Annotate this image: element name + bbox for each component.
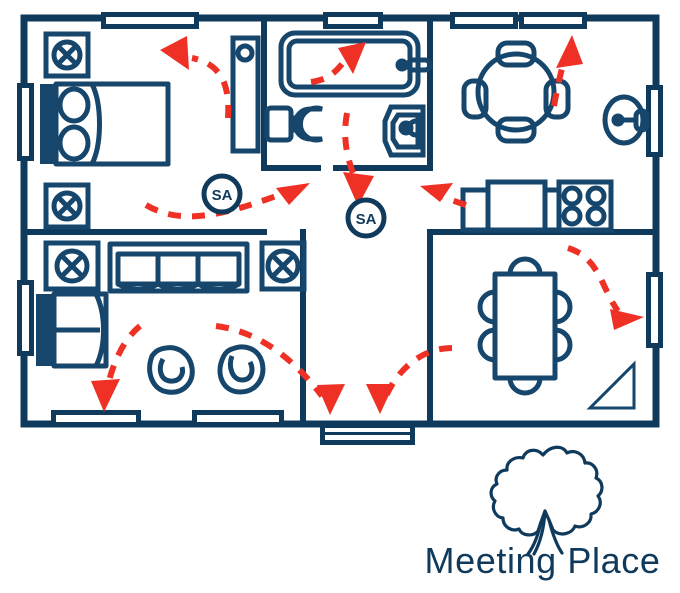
arrowhead-hall-down (343, 172, 374, 206)
window-living-bottom-left (51, 410, 141, 427)
armchair (36, 291, 109, 369)
tree-icon (489, 445, 604, 556)
route-kitchen-hall (426, 187, 467, 208)
escape-route-arrowheads (91, 35, 644, 415)
window-kitchen-top-right (519, 12, 587, 29)
arrowhead-bedroom-hall (276, 183, 310, 205)
arrowhead-living-patio-b (366, 384, 394, 414)
room-bedroom (40, 31, 261, 230)
smoke-alarm-hallway: SA (345, 197, 387, 239)
smoke-alarm-label: SA (212, 187, 233, 204)
arrowhead-bedroom-window (160, 36, 189, 70)
window-bathroom-top (323, 12, 383, 29)
round-dining-table (461, 40, 571, 144)
wash-basin (382, 104, 426, 158)
arrowhead-kitchen-window (556, 35, 583, 68)
route-hall-down (342, 112, 358, 181)
window-bedroom-top (101, 12, 199, 29)
room-living (36, 240, 307, 395)
three-seat-sofa (107, 241, 250, 294)
bed (40, 81, 171, 167)
accent-chair (217, 344, 266, 395)
route-bedroom-window (191, 55, 232, 119)
window-dining-right (646, 272, 663, 348)
corner-triangle (586, 360, 636, 410)
window-living-left (17, 280, 34, 356)
windows-group (17, 12, 663, 445)
accent-chair (147, 345, 195, 395)
kitchen-sink (602, 94, 650, 146)
arrowhead-dining-door (610, 309, 644, 330)
bathtub (278, 30, 433, 98)
route-dining-door (566, 245, 621, 313)
window-living-bottom-right (192, 410, 284, 427)
brand-title: Meeting Place (424, 540, 661, 581)
room-kitchen (460, 40, 650, 233)
arrowhead-living-window (91, 379, 120, 412)
route-living-patio-b (383, 345, 453, 398)
window-bedroom-left (17, 83, 34, 161)
toilet (264, 105, 323, 143)
arrowhead-kitchen-hall (420, 183, 453, 202)
ceiling-fixture-living-left (43, 240, 101, 292)
stove-hob (556, 179, 614, 233)
patio-sliding-door[interactable] (320, 423, 415, 445)
route-bedroom-hall (144, 193, 278, 220)
kitchen-counter (460, 179, 562, 233)
window-kitchen-top-left (450, 12, 518, 29)
wardrobe (230, 35, 261, 154)
room-bathroom (264, 30, 433, 158)
rectangular-dining-table (477, 256, 573, 396)
ceiling-fixture-bedroom-bottom (43, 182, 91, 230)
arrowhead-bath-window (338, 42, 366, 74)
room-dining (477, 256, 636, 410)
smoke-alarm-label: SA (356, 211, 377, 228)
route-bath-window (310, 62, 345, 85)
ceiling-fixture-living-right (259, 240, 307, 292)
ceiling-fixture-bedroom-top (43, 31, 91, 79)
arrowhead-living-patio-a (317, 384, 345, 415)
window-kitchen-right (646, 85, 663, 157)
smoke-alarm-bedroom: SA (201, 173, 243, 215)
